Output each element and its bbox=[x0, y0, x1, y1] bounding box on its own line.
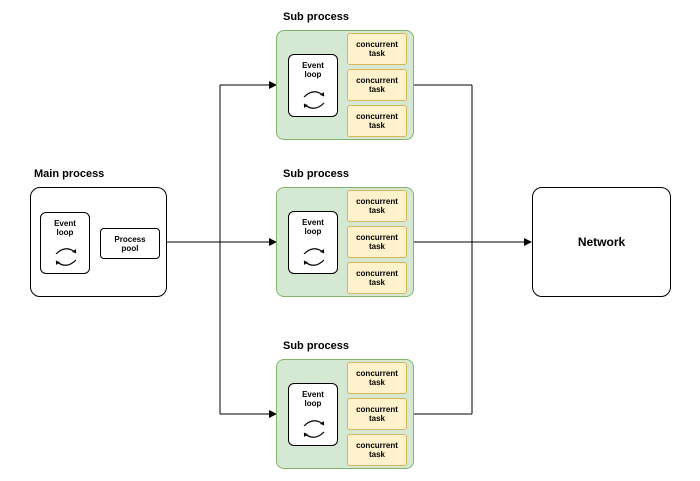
sub-process-box: Event loop concurrent task concurrent task… bbox=[276, 30, 414, 140]
concurrent-task-box: concurrent task bbox=[347, 190, 407, 222]
main-process-title: Main process bbox=[34, 168, 105, 180]
concurrent-task-label: concurrent task bbox=[356, 233, 398, 251]
concurrent-task-label: concurrent task bbox=[356, 405, 398, 423]
concurrent-task-label: concurrent task bbox=[356, 369, 398, 387]
concurrent-task-box: concurrent task bbox=[347, 398, 407, 430]
sub-process-title: Sub process bbox=[283, 168, 350, 180]
sub-process-box: Event loop concurrent task concurrent task… bbox=[276, 187, 414, 297]
event-loop-label: Event loop bbox=[302, 61, 324, 79]
concurrent-task-box: concurrent task bbox=[347, 262, 407, 294]
refresh-cycle-icon bbox=[303, 248, 325, 266]
concurrent-task-box: concurrent task bbox=[347, 105, 407, 137]
event-loop-label: Event loop bbox=[54, 219, 76, 237]
concurrent-task-label: concurrent task bbox=[356, 269, 398, 287]
concurrent-task-box: concurrent task bbox=[347, 226, 407, 258]
event-loop-label: Event loop bbox=[302, 390, 324, 408]
sub-event-loop-box: Event loop bbox=[288, 54, 338, 117]
concurrent-task-label: concurrent task bbox=[356, 441, 398, 459]
sub-process-box: Event loop concurrent task concurrent task… bbox=[276, 359, 414, 469]
concurrent-task-box: concurrent task bbox=[347, 434, 407, 466]
concurrent-task-box: concurrent task bbox=[347, 33, 407, 65]
network-box: Network bbox=[532, 187, 671, 297]
network-label: Network bbox=[577, 235, 626, 249]
concurrent-task-label: concurrent task bbox=[356, 197, 398, 215]
main-process-box: Event loop Process pool bbox=[30, 187, 167, 297]
sub-process-title: Sub process bbox=[283, 11, 350, 23]
concurrent-task-box: concurrent task bbox=[347, 69, 407, 101]
refresh-cycle-icon bbox=[303, 420, 325, 438]
concurrent-task-label: concurrent task bbox=[356, 112, 398, 130]
concurrent-task-label: concurrent task bbox=[356, 76, 398, 94]
main-event-loop-box: Event loop bbox=[40, 212, 90, 274]
refresh-cycle-icon bbox=[303, 91, 325, 109]
sub-event-loop-box: Event loop bbox=[288, 211, 338, 274]
concurrent-task-box: concurrent task bbox=[347, 362, 407, 394]
process-pool-label: Process pool bbox=[114, 235, 146, 253]
concurrent-task-label: concurrent task bbox=[356, 40, 398, 58]
sub-process-title: Sub process bbox=[283, 340, 350, 352]
event-loop-label: Event loop bbox=[302, 218, 324, 236]
sub-event-loop-box: Event loop bbox=[288, 383, 338, 446]
process-pool-box: Process pool bbox=[100, 228, 160, 259]
refresh-cycle-icon bbox=[55, 248, 77, 266]
